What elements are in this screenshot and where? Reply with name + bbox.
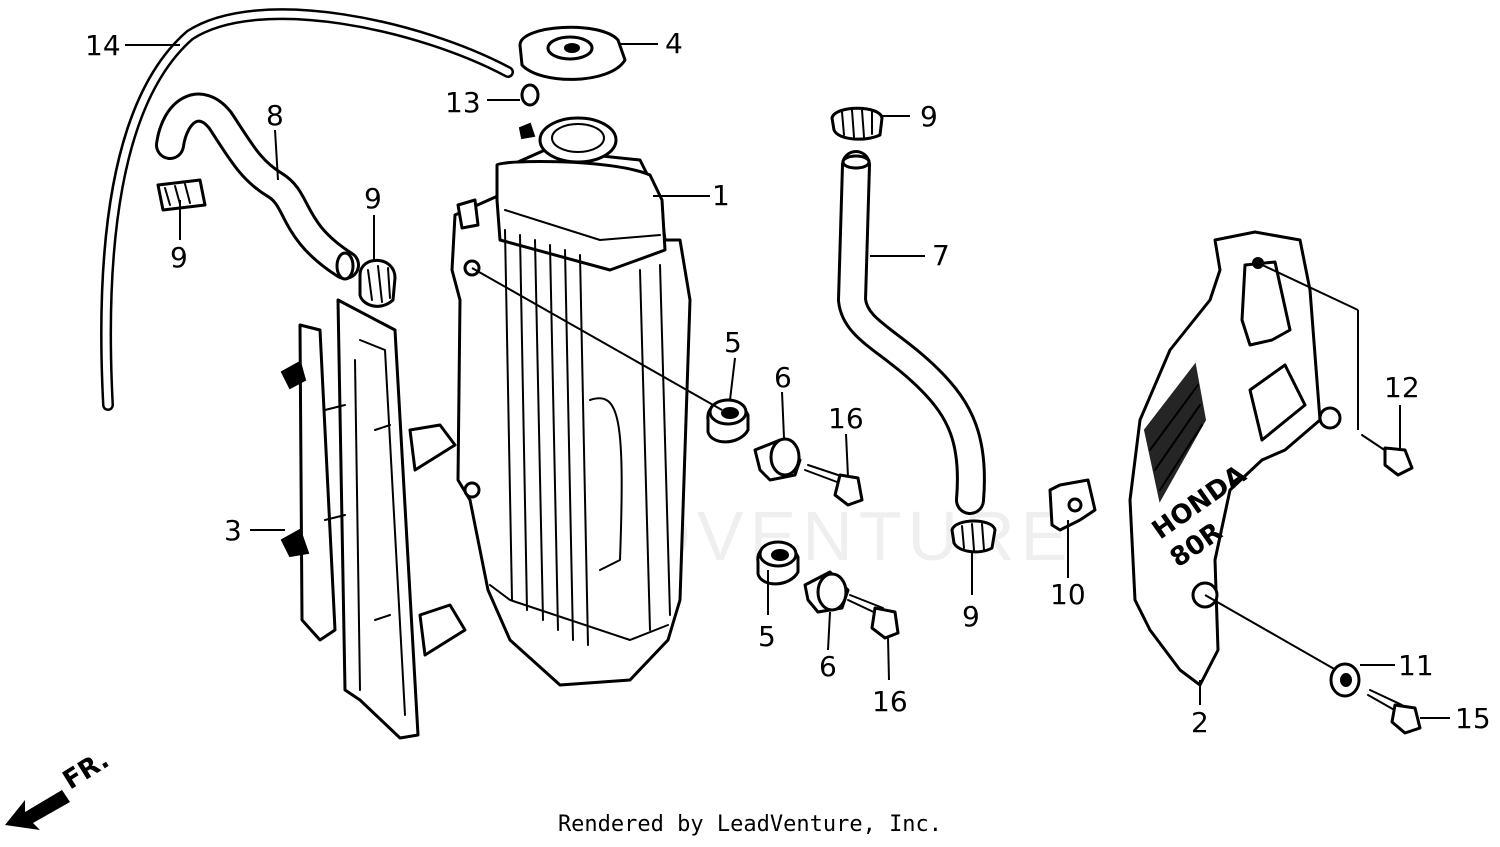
hose-clamp-upper [358, 258, 397, 308]
callout-5-lower: 5 [758, 620, 776, 653]
callout-8: 8 [266, 99, 284, 132]
grommet-lower [756, 540, 800, 586]
callout-2: 2 [1191, 706, 1209, 739]
bolt-upper [804, 464, 864, 507]
collar-lower [803, 570, 850, 614]
callout-9-right-top: 9 [920, 100, 938, 133]
callout-4: 4 [665, 27, 683, 60]
callout-16-upper: 16 [828, 402, 864, 435]
callout-labels: 14 4 13 8 9 9 1 9 7 5 6 16 3 5 6 16 9 10… [85, 27, 1491, 739]
tube-clip [520, 83, 540, 107]
callout-11: 11 [1398, 649, 1434, 682]
hose-clamp-left [156, 178, 207, 212]
callout-16-lower: 16 [872, 685, 908, 718]
radiator-grille [280, 298, 467, 740]
fr-label: FR. [58, 745, 115, 796]
callout-1: 1 [712, 179, 730, 212]
hose-clamp-right-bottom [950, 519, 997, 554]
upper-radiator-hose [155, 92, 360, 281]
callout-13: 13 [445, 86, 481, 119]
callout-10: 10 [1050, 578, 1086, 611]
tube-clamp [1048, 478, 1097, 532]
hose-clamp-right-top [830, 106, 884, 141]
lower-radiator-hose [836, 150, 986, 515]
bolt-15 [1367, 689, 1422, 735]
overflow-tube [100, 8, 514, 411]
callout-9-left: 9 [170, 241, 188, 274]
radiator-shroud: HONDA 80R [1128, 230, 1342, 687]
radiator [450, 116, 692, 687]
callout-6-lower: 6 [819, 650, 837, 683]
callout-15: 15 [1455, 702, 1491, 735]
callout-6-upper: 6 [774, 361, 792, 394]
washer [1329, 662, 1361, 698]
callout-14: 14 [85, 29, 121, 62]
collar-upper [753, 437, 802, 482]
bolt-12 [1361, 434, 1414, 477]
callout-5-upper: 5 [724, 326, 742, 359]
callout-12: 12 [1384, 371, 1420, 404]
callout-9-right-bottom: 9 [962, 600, 980, 633]
callout-9-upper: 9 [364, 182, 382, 215]
grommet-upper [706, 398, 750, 444]
callout-7: 7 [932, 239, 950, 272]
leader-lines [125, 43, 1450, 719]
radiator-cap [518, 25, 627, 81]
callout-3: 3 [224, 514, 242, 547]
bolt-lower [847, 594, 900, 640]
footer-credit: Rendered by LeadVenture, Inc. [557, 812, 943, 837]
